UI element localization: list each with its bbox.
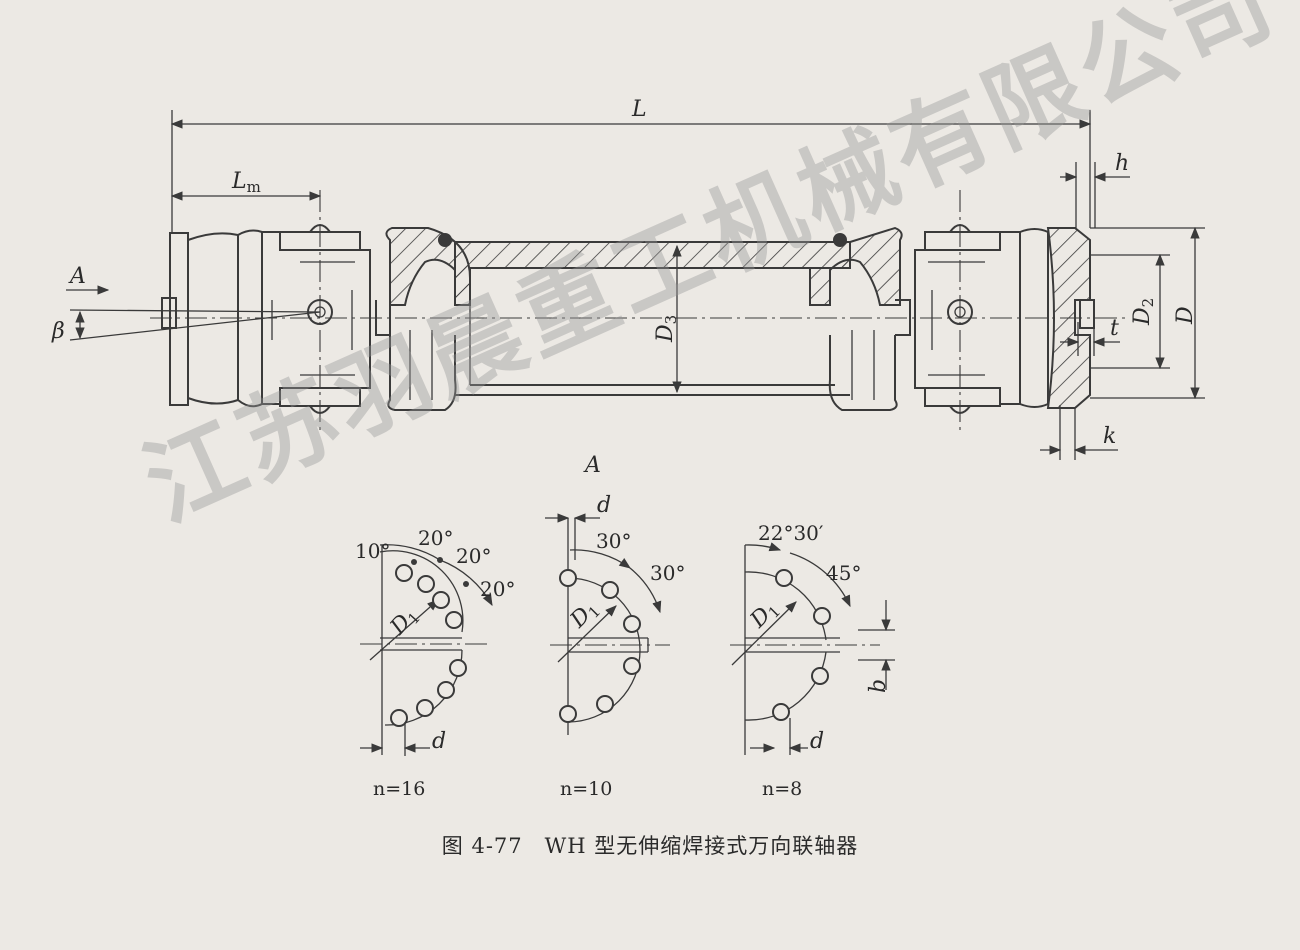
dim-Lm-label: Lm — [231, 169, 261, 196]
n16-d-label: d — [432, 729, 446, 754]
n16-D1-label: D1 — [385, 603, 424, 642]
dim-D-label: D — [1173, 306, 1198, 325]
n10-count-label: n=10 — [560, 778, 612, 800]
view-A-label: A — [68, 264, 86, 289]
pattern-n8: D1 b d 22°30′ 45° n=8 — [730, 521, 895, 800]
right-flange — [1046, 227, 1091, 409]
view-A-title: A — [583, 453, 601, 478]
n8-count-label: n=8 — [762, 778, 802, 800]
n16-angle-1: 10° — [355, 539, 390, 563]
right-key — [1079, 299, 1095, 329]
n16-angle-4: 20° — [480, 577, 515, 601]
left-flange — [169, 232, 189, 406]
dimensions: L Lm h D D2 t k D3 — [51, 97, 1205, 478]
right-weld-bead — [833, 233, 847, 247]
dim-t-label: t — [1110, 316, 1119, 341]
pattern-n10: d D1 30° 30° n=10 — [545, 493, 685, 800]
n8-d-label: d — [810, 729, 824, 754]
n8-b-label: b — [866, 679, 891, 693]
n16-angle-3: 20° — [456, 544, 491, 568]
pattern-n16: D1 10° 20° 20° 20° d n=16 — [355, 526, 515, 800]
figure-caption: 图 4-77 WH 型无伸缩焊接式万向联轴器 — [441, 834, 859, 858]
n16-angle-2: 20° — [418, 526, 453, 550]
dim-D2-label: D2 — [1130, 298, 1157, 326]
dim-L-label: L — [631, 97, 647, 122]
right-weld-yoke — [809, 226, 903, 306]
n10-d-label-top: d — [597, 493, 611, 518]
main-assembly — [150, 190, 1130, 435]
n10-angle-2: 30° — [650, 561, 685, 585]
n16-count-label: n=16 — [373, 778, 425, 800]
dim-k-label: k — [1103, 424, 1116, 449]
n10-D1-label: D1 — [565, 596, 604, 635]
n8-angle-1: 22°30′ — [758, 521, 824, 545]
dim-beta-label: β — [51, 319, 65, 344]
n8-D1-label: D1 — [745, 596, 784, 635]
n8-angle-2: 45° — [826, 561, 861, 585]
left-weld-bead — [438, 233, 452, 247]
dim-D3-label: D3 — [653, 315, 680, 343]
tube-wall-section — [454, 241, 851, 306]
dim-h-label: h — [1115, 151, 1129, 176]
n10-angle-1: 30° — [596, 529, 631, 553]
left-key — [161, 297, 177, 329]
left-yoke-hub — [187, 232, 239, 405]
